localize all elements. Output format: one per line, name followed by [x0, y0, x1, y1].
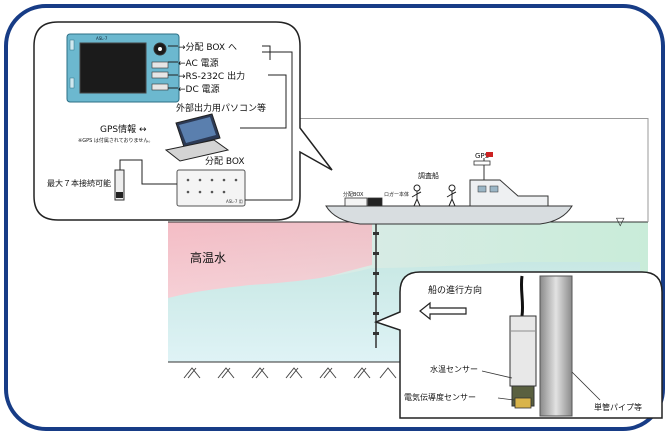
laptop-icon	[164, 113, 230, 162]
hull-label-distribution-box: 分配BOX	[343, 191, 364, 198]
conductivity-sensor-label: 電気伝導度センサー	[404, 392, 476, 402]
distribution-box-label: 分配 BOX	[205, 156, 245, 167]
temp-sensor-leader	[481, 370, 513, 379]
max-sensors-label: 最大７本接続可能	[47, 178, 111, 188]
hull-box-logger	[367, 197, 383, 207]
mast-flag	[486, 152, 493, 157]
boat-cabin	[469, 179, 549, 207]
logger-screen	[79, 42, 147, 94]
probe-cable	[119, 159, 177, 185]
logger-output-lines	[168, 45, 287, 129]
direction-label: 船の進行方向	[428, 284, 482, 296]
sensor-nodes	[373, 232, 379, 335]
cond-sensor-leader	[497, 397, 515, 401]
temperature-sensor-body	[509, 315, 537, 387]
survey-boat: 分配BOX ロガー本体 GPS 調査船	[325, 152, 573, 225]
input-ac-power: ←AC 電源	[178, 58, 219, 69]
pc-label: 外部出力用パソコン等	[176, 102, 266, 114]
gps-antenna	[473, 160, 491, 166]
person-1	[411, 184, 422, 207]
sensor-detail-callout: 船の進行方向 水温センサー 電気伝導度センサー 単管パイプ等	[373, 271, 663, 419]
hull-label-logger: ロガー本体	[384, 191, 409, 198]
scene-backdrop	[300, 118, 648, 119]
temperature-sensor-label: 水温センサー	[430, 364, 478, 374]
pipe-label: 単管パイプ等	[594, 402, 642, 412]
boat-hull	[325, 205, 573, 225]
seabed-hatching	[183, 367, 397, 379]
pipe	[539, 275, 573, 417]
water-level-mark: ▽	[616, 215, 625, 228]
hot-water-label: 高温水	[190, 250, 226, 265]
gps-mast-label: GPS	[475, 152, 490, 160]
output-rs232c: →RS-232C 出力	[178, 70, 245, 82]
person-2	[446, 184, 457, 207]
input-dc-power: ←DC 電源	[178, 84, 220, 95]
gps-note: ※GPS は付属されておりません。	[78, 137, 153, 144]
equipment-callout: ASL-7 →分配 BOX へ ←AC 電源 →RS-232C 出力 ←DC 電…	[33, 21, 333, 221]
gps-info-label: GPS情報 ↔	[100, 123, 147, 135]
distribution-box-ports	[186, 178, 238, 194]
pipe-leader	[571, 371, 601, 401]
distribution-box-model: ASL-7 用	[226, 199, 243, 204]
output-to-distribution-box: →分配 BOX へ	[178, 42, 237, 53]
boat-label: 調査船	[418, 171, 439, 180]
detail-cable	[519, 275, 525, 317]
direction-arrow	[419, 301, 467, 321]
box-to-logger-line	[245, 51, 293, 201]
hull-box-distribution	[344, 197, 368, 207]
logger-model-label: ASL-7	[96, 36, 108, 41]
distribution-box	[176, 169, 246, 207]
